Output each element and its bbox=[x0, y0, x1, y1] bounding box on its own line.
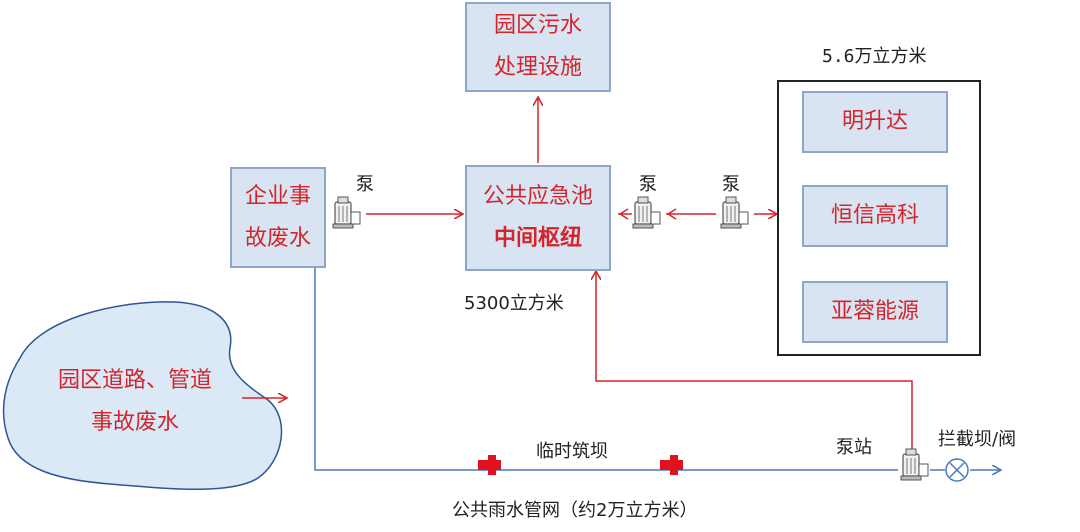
pump-label-1: 泵 bbox=[356, 174, 374, 195]
mingshengda-label: 明升达 bbox=[841, 109, 908, 134]
road-pipe-line1: 园区道路、管道 bbox=[57, 368, 212, 393]
storm-pipe-line bbox=[314, 268, 898, 471]
pump-label-3: 泵 bbox=[722, 174, 740, 195]
hengxin-box: 恒信高科 bbox=[802, 185, 948, 247]
pump-label-2: 泵 bbox=[639, 174, 657, 195]
valve-icon bbox=[945, 458, 969, 482]
storm-network-label: 公共雨水管网（约2万立方米） bbox=[452, 500, 698, 521]
temp-dam-label: 临时筑坝 bbox=[536, 441, 608, 462]
yarong-label: 亚蓉能源 bbox=[830, 299, 919, 324]
enterprise-line2: 故废水 bbox=[244, 225, 311, 251]
pool-capacity-label: 5300立方米 bbox=[464, 293, 564, 314]
sewage-plant-box: 园区污水 处理设施 bbox=[465, 2, 611, 92]
hengxin-label: 恒信高科 bbox=[830, 203, 919, 228]
emergency-pool-line1: 公共应急池 bbox=[482, 184, 593, 209]
yarong-box: 亚蓉能源 bbox=[802, 281, 948, 343]
pump-icon bbox=[332, 196, 361, 229]
emergency-pool-line2: 中间枢纽 bbox=[493, 226, 582, 251]
group-capacity-label: 5.6万立方米 bbox=[822, 46, 927, 67]
dam-block-icon bbox=[478, 455, 501, 475]
enterprise-accident-box: 企业事 故废水 bbox=[230, 167, 326, 268]
pump-icon bbox=[720, 196, 749, 229]
road-pipe-line2: 事故废水 bbox=[90, 410, 179, 435]
dam-valve-label: 拦截坝/阀 bbox=[938, 429, 1017, 450]
mingshengda-box: 明升达 bbox=[802, 91, 948, 153]
enterprise-line1: 企业事 bbox=[244, 183, 311, 209]
sewage-plant-line1: 园区污水 bbox=[493, 13, 582, 38]
road-pipe-accident-area bbox=[2, 301, 283, 491]
pump-station-label: 泵站 bbox=[836, 437, 872, 458]
pump-icon bbox=[632, 196, 661, 229]
dam-block-icon bbox=[660, 455, 683, 475]
emergency-pool-box: 公共应急池 中间枢纽 bbox=[465, 165, 611, 271]
pump-icon bbox=[900, 448, 929, 481]
road-pipe-text: 园区道路、管道 事故废水 bbox=[40, 360, 230, 444]
pumpstation-return-line bbox=[596, 272, 913, 452]
sewage-plant-line2: 处理设施 bbox=[493, 55, 582, 80]
